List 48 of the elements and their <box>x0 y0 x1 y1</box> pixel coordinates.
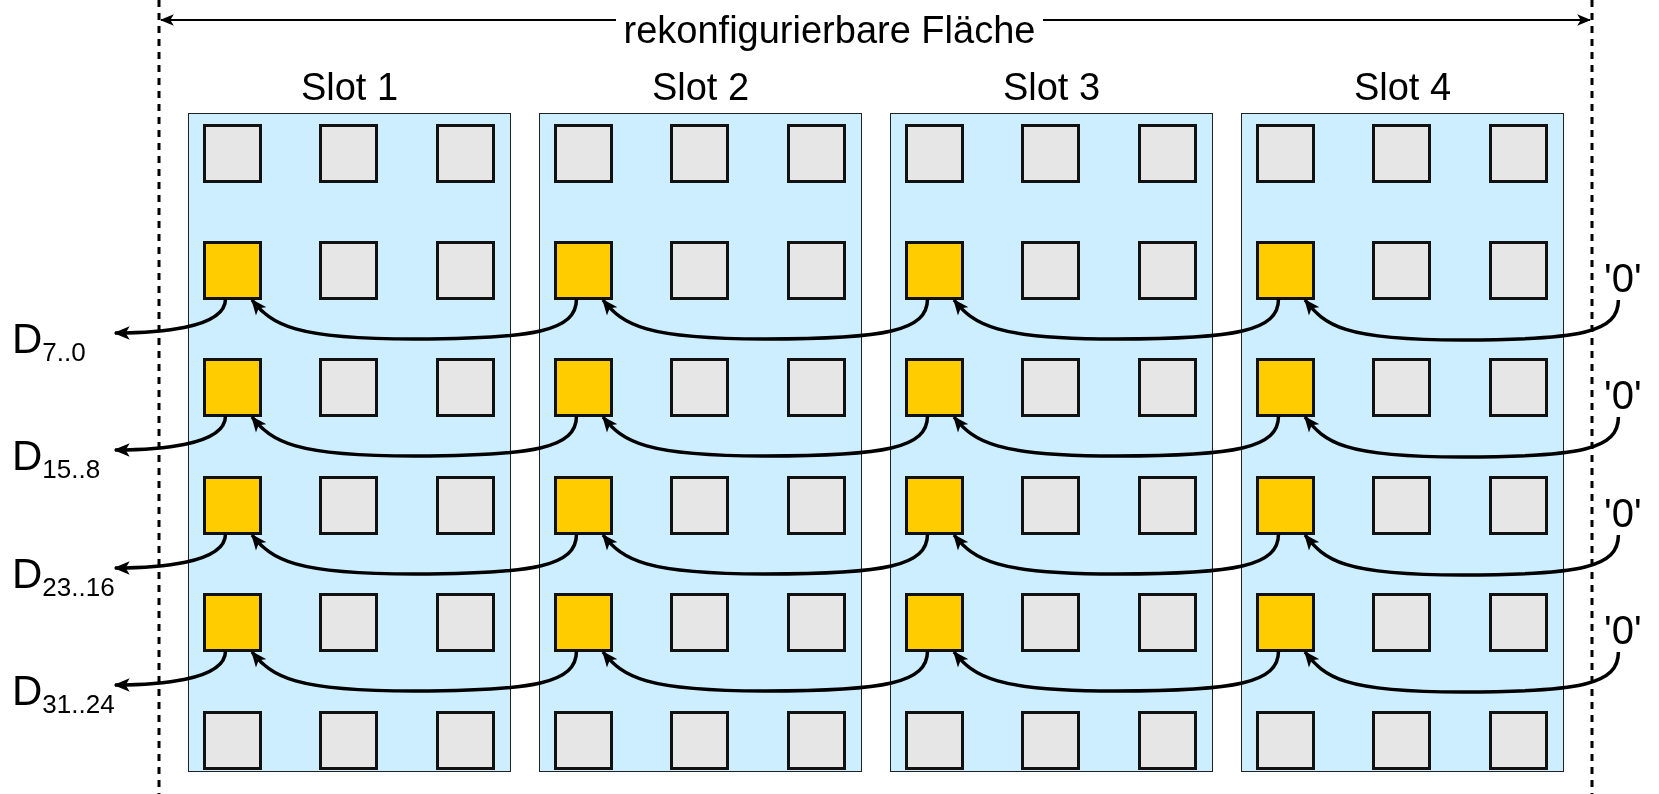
highlighted-block <box>905 476 964 535</box>
arrow <box>113 533 228 575</box>
slot-title: Slot 2 <box>650 65 751 110</box>
highlighted-block <box>905 358 964 417</box>
arrow <box>113 415 228 457</box>
arrow <box>250 298 579 341</box>
input-label: '0' <box>1604 375 1642 415</box>
arrow <box>113 298 228 340</box>
input-label: '0' <box>1604 258 1642 298</box>
output-label: D$_{15..8}$ <box>12 435 101 482</box>
highlighted-block <box>905 241 964 300</box>
arrow <box>952 415 1281 458</box>
highlighted-block <box>1256 241 1315 300</box>
highlighted-block <box>554 241 613 300</box>
arrow <box>1303 298 1621 342</box>
arrow <box>952 533 1281 576</box>
highlighted-block <box>203 593 262 652</box>
input-label: '0' <box>1604 610 1642 650</box>
arrow <box>601 650 930 693</box>
arrow <box>601 533 930 576</box>
arrow <box>250 650 579 693</box>
arrow <box>250 415 579 458</box>
slot-title: Slot 3 <box>1001 65 1102 110</box>
slot-title: Slot 1 <box>299 65 400 110</box>
highlighted-block <box>1256 593 1315 652</box>
output-label: D$_{23..16}$ <box>12 553 115 600</box>
highlighted-block <box>203 476 262 535</box>
output-label: D$_{31..24}$ <box>12 670 115 717</box>
highlighted-block <box>1256 476 1315 535</box>
highlighted-block <box>554 593 613 652</box>
arrow <box>1303 415 1621 459</box>
highlighted-block <box>905 593 964 652</box>
arrow <box>952 298 1281 341</box>
highlighted-block <box>554 476 613 535</box>
highlighted-block <box>203 241 262 300</box>
highlighted-block <box>203 358 262 417</box>
highlighted-block <box>554 358 613 417</box>
arrow <box>250 533 579 576</box>
output-label: D$_{7..0}$ <box>12 318 86 365</box>
arrow <box>113 650 228 692</box>
arrow <box>1303 533 1621 577</box>
arrow <box>601 415 930 458</box>
input-label: '0' <box>1604 493 1642 533</box>
slot-title: Slot 4 <box>1352 65 1453 110</box>
arrow <box>952 650 1281 693</box>
highlighted-block <box>1256 358 1315 417</box>
arrow <box>601 298 930 341</box>
arrow <box>1303 650 1621 694</box>
